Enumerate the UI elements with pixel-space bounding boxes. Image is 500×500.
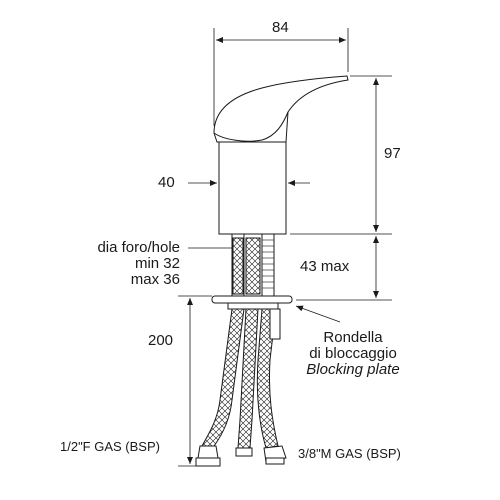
fitting-middle — [235, 447, 253, 457]
hole-note-line2: min 32 — [134, 254, 180, 272]
faucet-body — [218, 141, 287, 235]
body-diameter-label: 40 — [158, 174, 175, 191]
female-connection-label: 1/2"F GAS (BSP) — [60, 439, 160, 454]
height-dimension-label: 97 — [384, 145, 401, 162]
hose-length-label: 200 — [148, 332, 174, 349]
max-thickness-label: 43 max — [300, 258, 350, 275]
hole-note-line1: dia foro/hole — [97, 239, 180, 256]
hose-left — [201, 308, 245, 447]
hole-diameter-note: dia foro/hole min 32 max 36 — [70, 240, 180, 287]
lever-handle — [213, 75, 349, 142]
hole-note-line3: max 36 — [130, 270, 180, 288]
width-dimension-label: 84 — [272, 19, 289, 36]
blocking-plate-line3: Blocking plate — [306, 360, 400, 378]
fitting-left — [197, 445, 219, 459]
blocking-plate — [211, 295, 293, 304]
blocking-plate-line2: di bloccaggio — [309, 344, 397, 362]
blocking-plate-line1: Rondella — [323, 329, 383, 346]
male-connection-label: 3/8"M GAS (BSP) — [298, 446, 401, 461]
blocking-plate-note: Rondella di bloccaggio Blocking plate — [288, 330, 418, 377]
